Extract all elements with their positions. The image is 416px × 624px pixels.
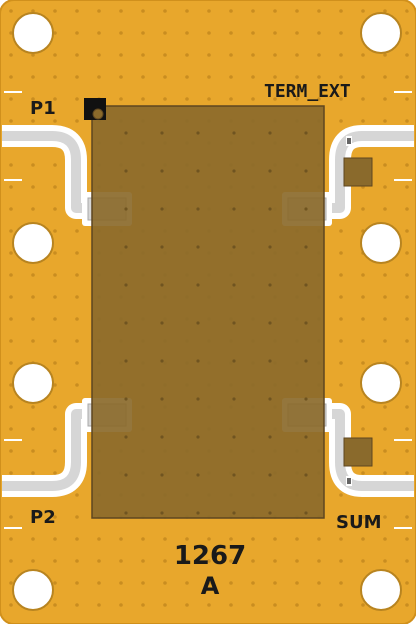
mounting-hole [12,222,54,264]
edge-ticks [4,91,412,529]
mounting-holes [12,12,402,611]
rf-traces [2,125,414,497]
termination-resistors [343,136,373,486]
mounting-hole [360,362,402,404]
resistor-lead [347,478,351,484]
resistor-lead [347,138,351,144]
revision: A [201,572,220,600]
mmic-die-vias [92,106,324,518]
part-number: 1267 [174,541,246,571]
trace-p2 [2,409,96,491]
mounting-hole [360,569,402,611]
label-p1: P1 [30,98,56,119]
label-p2: P2 [30,507,56,528]
mounting-hole [12,569,54,611]
mounting-hole [360,12,402,54]
label-term-ext: TERM_EXT [264,81,351,102]
resistor [343,437,373,467]
mounting-hole [12,362,54,404]
resistor [343,157,373,187]
trace-term [318,131,414,213]
pin1-dot [92,108,104,120]
label-sum: SUM [336,512,382,533]
trace-p1 [2,131,96,213]
mounting-hole [12,12,54,54]
mounting-hole [360,222,402,264]
trace-sum [318,409,414,491]
